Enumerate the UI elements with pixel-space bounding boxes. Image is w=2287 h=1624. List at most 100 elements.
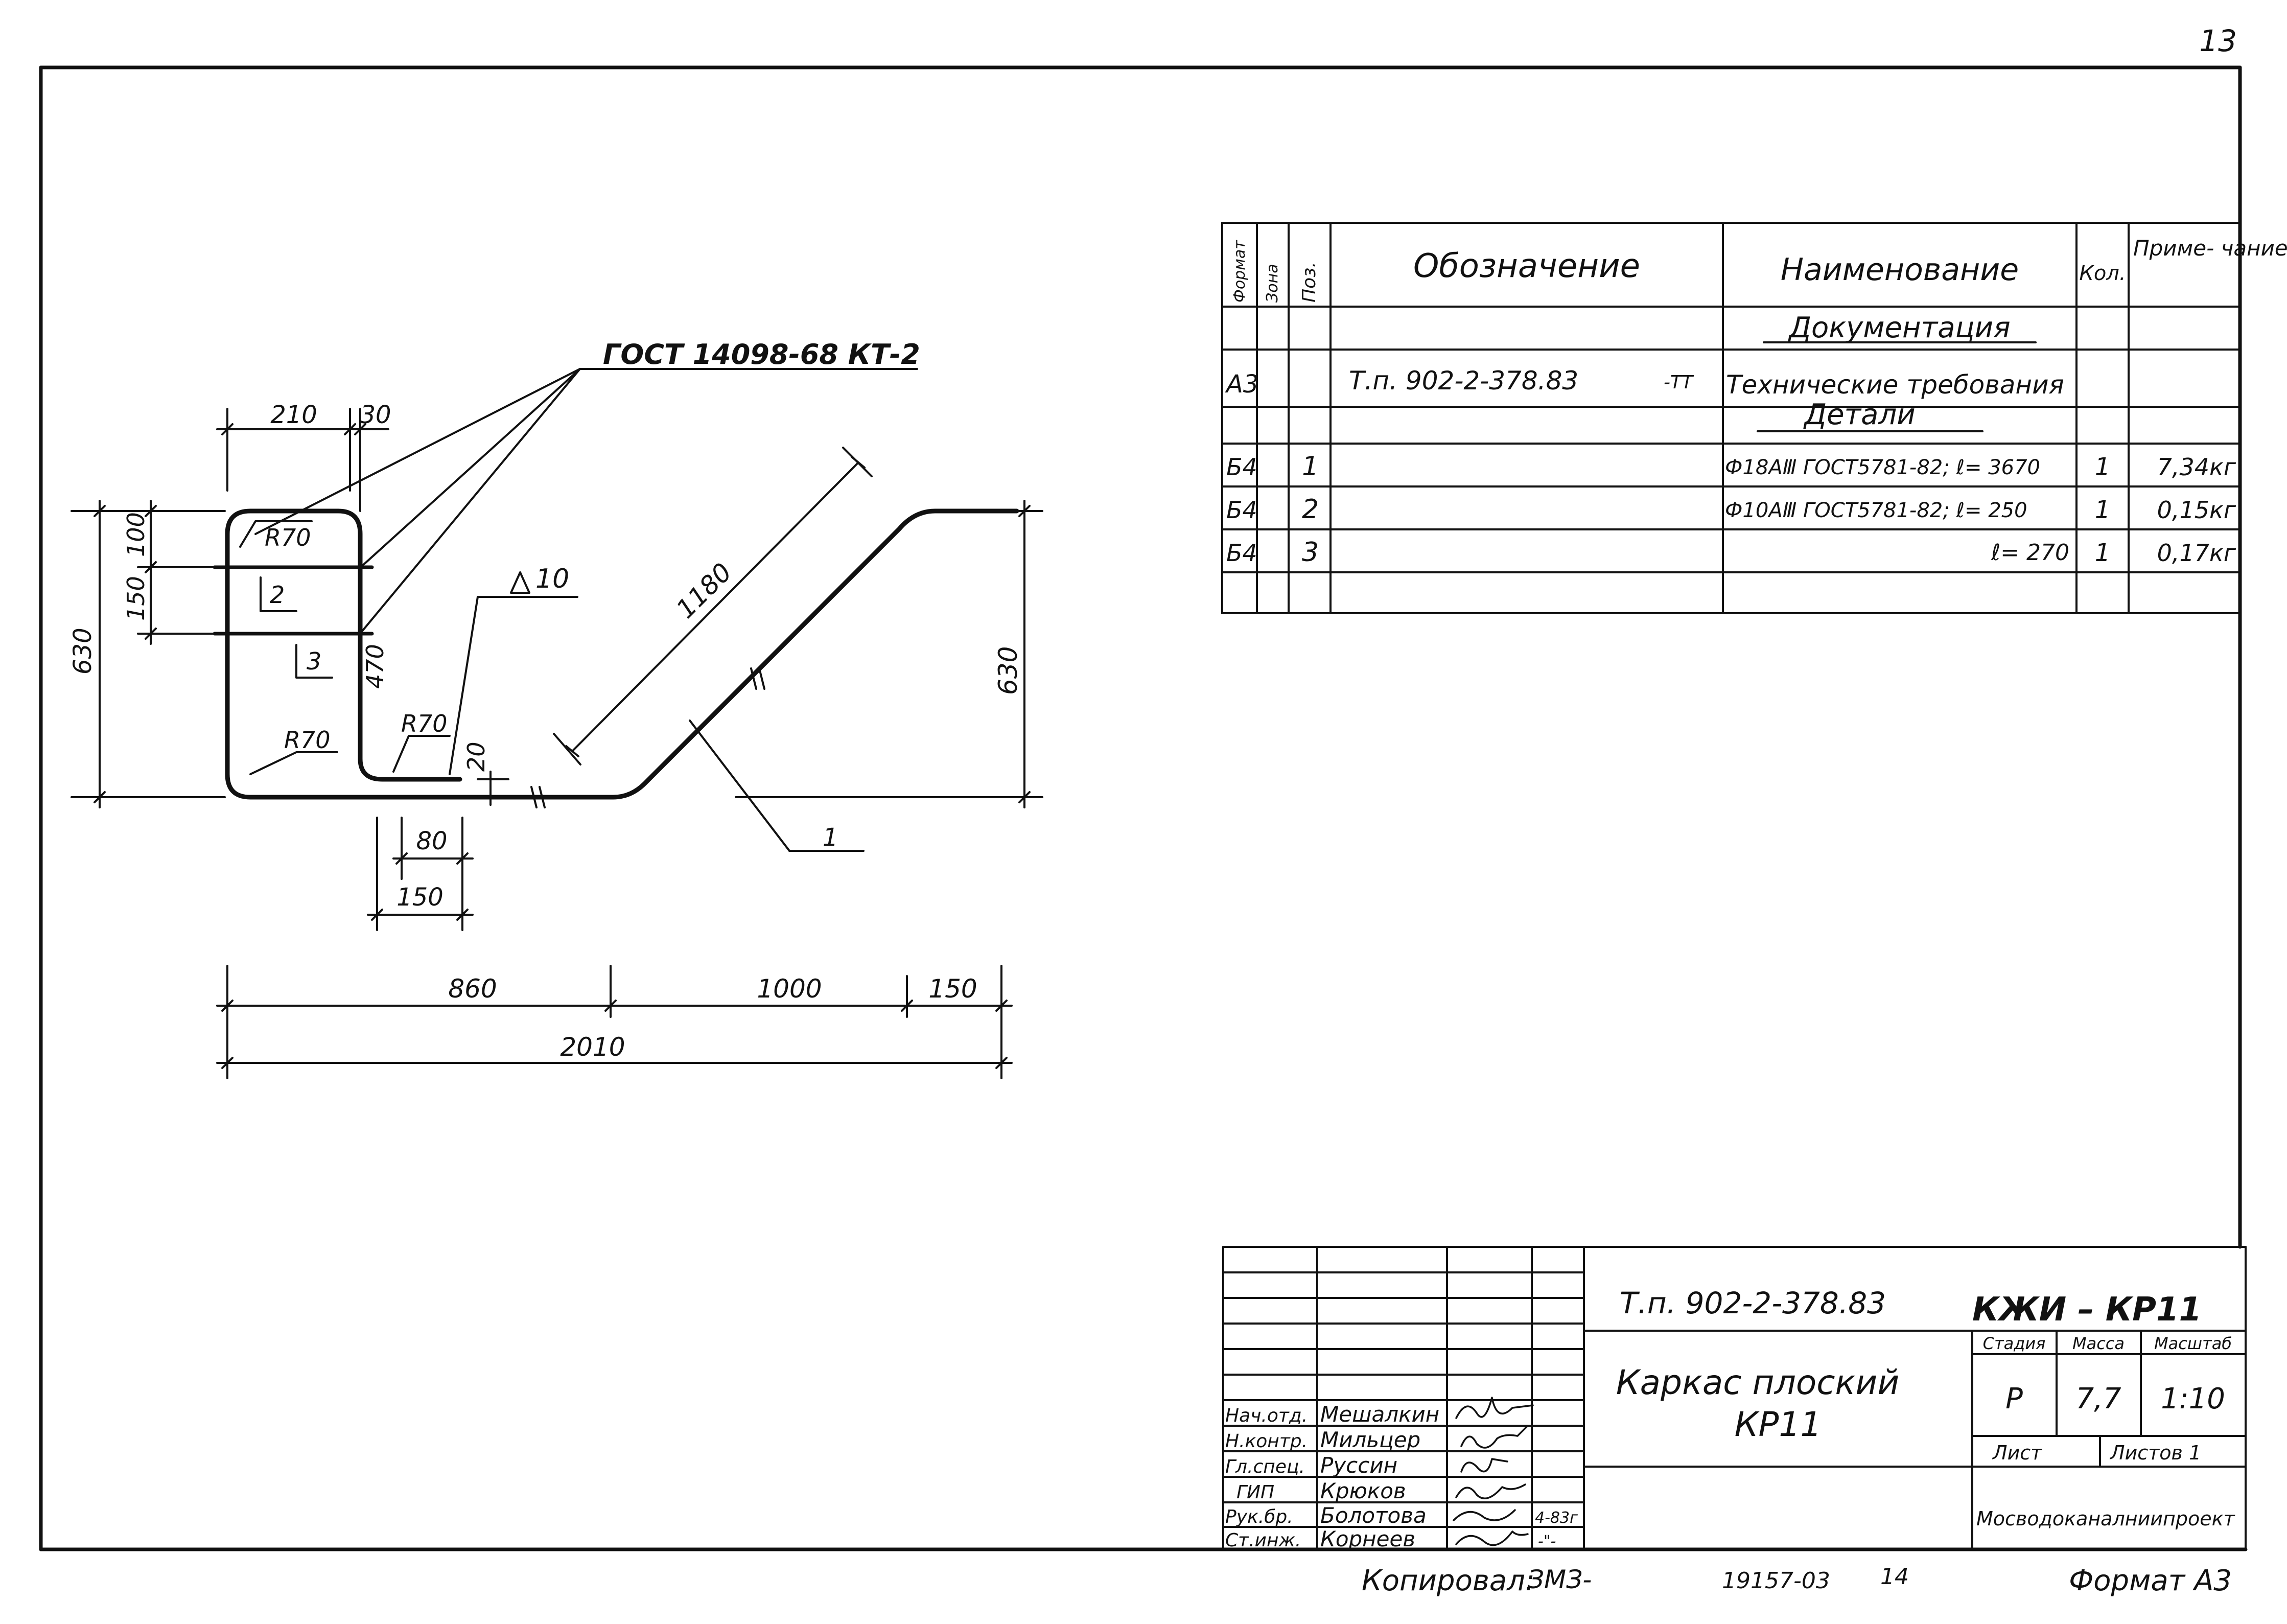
title-doc-number: Т.п. 902-2-378.83 (1620, 1286, 1886, 1320)
dim-630-right: 630 (993, 646, 1023, 695)
label-scale: Масштаб (2154, 1334, 2232, 1353)
row2-format: Б4 (1226, 496, 1257, 524)
sig-role-3: Гл.спец. (1225, 1456, 1305, 1477)
row3-format: Б4 (1226, 539, 1257, 567)
sig-date-6: -"- (1538, 1533, 1556, 1550)
label-position-1: 1 (823, 823, 838, 852)
row3-name: ℓ= 270 (1991, 540, 2069, 566)
dim-30: 30 (360, 401, 391, 429)
dim-lines-bottom (216, 965, 1013, 1079)
row1-name: Ф18АⅢ ГОСТ5781-82; ℓ= 3670 (1725, 456, 2040, 479)
dim-20: 20 (462, 741, 490, 772)
dim-150-left: 150 (122, 576, 150, 621)
radius-bottom-left: R70 (284, 726, 331, 754)
dim-100: 100 (122, 512, 150, 557)
dim-80: 80 (416, 827, 447, 855)
row-tt-format: А3 (1225, 370, 1258, 399)
row-tt-designation-suffix: -ТТ (1664, 372, 1694, 393)
page-number: 13 (2199, 24, 2237, 58)
dim-lines-top (216, 408, 389, 512)
row3-note: 0,17кг (2157, 539, 2236, 567)
dim-210: 210 (270, 401, 317, 429)
title-line-2: КР11 (1735, 1405, 1822, 1444)
dim-2010: 2010 (560, 1032, 625, 1062)
copied-label: Копировал: (1362, 1564, 1535, 1597)
title-line-1: Каркас плоский (1616, 1363, 1899, 1402)
dim-470: 470 (361, 644, 389, 689)
row-tt-designation: Т.п. 902-2-378.83 (1349, 366, 1578, 396)
organization: Мосводоканалниипроект (1976, 1507, 2236, 1530)
sig-role-5: Рук.бр. (1225, 1506, 1293, 1527)
sig-role-6: Ст.инж. (1225, 1530, 1301, 1551)
break-marks (530, 667, 765, 808)
row2-position: 2 (1302, 494, 1319, 525)
sheet-frame (39, 65, 2248, 1551)
section-documentation: Документация (1787, 311, 2010, 344)
sig-name-3: Руссин (1320, 1453, 1397, 1478)
sig-date-5: 4-83г (1535, 1509, 1578, 1527)
row1-format: Б4 (1226, 453, 1257, 481)
header-quantity: Кол. (2079, 262, 2126, 285)
sig-name-4: Крюков (1320, 1478, 1406, 1503)
value-stage: Р (2005, 1382, 2023, 1416)
sig-role-1: Нач.отд. (1225, 1405, 1308, 1426)
dim-1000: 1000 (757, 974, 822, 1004)
label-position-3: 3 (307, 647, 321, 675)
weld-leaders (254, 368, 918, 633)
row1-position: 1 (1302, 451, 1319, 482)
handwritten-signatures (1453, 1397, 1534, 1546)
header-format: Формат (1231, 240, 1249, 303)
sig-role-2: Н.контр. (1225, 1431, 1308, 1452)
label-mass: Масса (2072, 1334, 2125, 1353)
sig-role-4: ГИП (1236, 1482, 1274, 1503)
header-name: Наименование (1781, 252, 2019, 288)
title-block: Т.п. 902-2-378.83 КЖИ – КР11 Каркас плос… (1222, 1246, 2247, 1551)
sig-name-2: Мильцер (1320, 1427, 1420, 1452)
weld-triangle-icon (510, 571, 530, 594)
radius-top-left: R70 (265, 524, 311, 551)
header-position: Поз. (1299, 262, 1320, 303)
row1-note: 7,34кг (2157, 453, 2236, 481)
specification-table: Формат Зона Поз. Обозначение Наименовани… (1221, 222, 2287, 614)
order-suffix: 14 (1880, 1564, 1909, 1590)
dim-lines-left (71, 500, 226, 808)
dim-150-chain: 150 (928, 974, 977, 1004)
sig-name-5: Болотова (1320, 1503, 1427, 1528)
order-number: 19157-03 (1722, 1568, 1830, 1594)
header-zone: Зона (1264, 264, 1281, 303)
row2-quantity: 1 (2095, 496, 2111, 524)
dim-150-bottom: 150 (396, 883, 444, 912)
copied-sign: ЗМЗ- (1528, 1565, 1592, 1594)
row-tt-name: Технические требования (1726, 370, 2064, 400)
dim-lines-bottom-small (367, 817, 474, 931)
label-sheets: Листов 1 (2109, 1442, 2201, 1464)
reinforcement-drawing: 2 3 ГОСТ 14098-68 КТ-2 10 R70 R70 (68, 338, 1043, 1079)
weld-reference: ГОСТ 14098-68 КТ-2 (603, 338, 920, 370)
label-sheet: Лист (1992, 1442, 2043, 1464)
header-note: Приме- чание (2133, 236, 2287, 261)
sig-name-1: Мешалкин (1320, 1402, 1439, 1427)
row1-quantity: 1 (2095, 453, 2111, 481)
bar-position-1 (225, 508, 1019, 800)
sig-name-6: Корнеев (1320, 1526, 1415, 1551)
dim-line-diagonal (553, 447, 873, 765)
label-position-2: 2 (270, 581, 285, 609)
value-scale: 1:10 (2161, 1382, 2225, 1416)
row2-name: Ф10АⅢ ГОСТ5781-82; ℓ= 250 (1725, 499, 2027, 522)
section-details: Детали (1803, 398, 1915, 431)
radius-inner: R70 (401, 710, 448, 737)
dim-lines-right (735, 500, 1043, 808)
value-mass: 7,7 (2075, 1382, 2121, 1416)
label-stage: Стадия (1983, 1334, 2046, 1353)
weld-leg-value: 10 (535, 564, 569, 594)
dim-860: 860 (448, 974, 497, 1004)
row3-quantity: 1 (2095, 539, 2111, 567)
row3-position: 3 (1302, 537, 1319, 568)
dim-630-left: 630 (68, 628, 97, 675)
format-label: Формат А3 (2069, 1564, 2232, 1597)
row2-note: 0,15кг (2157, 496, 2236, 524)
title-code: КЖИ – КР11 (1972, 1291, 2202, 1329)
header-designation: Обозначение (1413, 247, 1640, 285)
